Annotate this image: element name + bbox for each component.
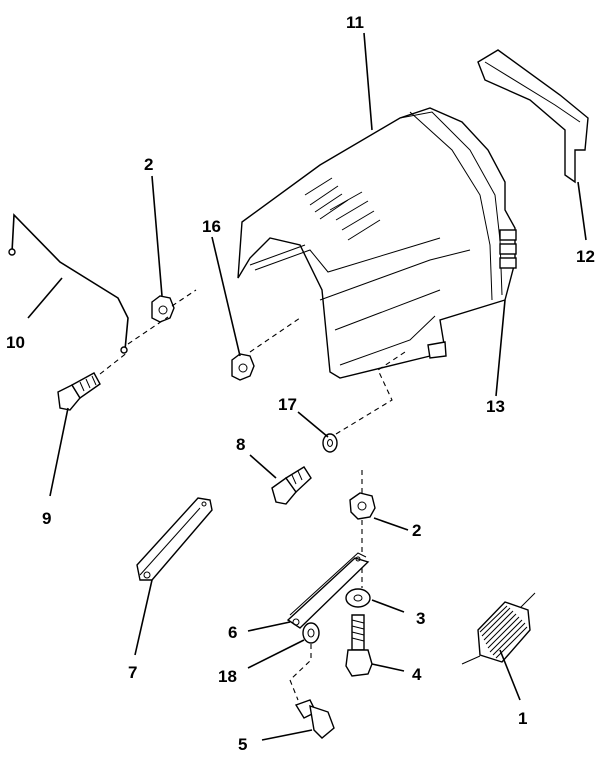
callout-11: 11 (346, 13, 364, 32)
callout-9: 9 (42, 509, 51, 528)
callout-7: 7 (128, 663, 137, 682)
bracket-7 (136, 497, 213, 581)
callout-16: 16 (202, 217, 221, 236)
callout-1: 1 (518, 709, 527, 728)
callout-3: 3 (416, 609, 425, 628)
washer-3 (345, 588, 371, 608)
bolt-5 (294, 699, 335, 739)
callout-labels: 11 2 16 10 12 13 17 8 9 2 3 6 4 7 18 1 5 (6, 13, 595, 754)
leader-lines (27, 32, 587, 741)
callout-12: 12 (576, 247, 595, 266)
callout-8: 8 (236, 435, 245, 454)
bent-rod (8, 213, 129, 354)
handle-bumper (477, 49, 589, 184)
callout-2-lower: 2 (412, 521, 421, 540)
nut-16 (231, 353, 255, 381)
callout-10: 10 (6, 333, 25, 352)
hex-nut-upper (151, 295, 175, 323)
callout-6: 6 (228, 623, 237, 642)
callout-4: 4 (412, 665, 422, 684)
spring-1 (461, 592, 536, 665)
callout-18: 18 (218, 667, 237, 686)
bracket-plate-6 (286, 552, 370, 629)
bolt-4 (345, 614, 373, 677)
bolt-8 (271, 466, 312, 505)
alignment-lines (99, 289, 409, 701)
callout-2-upper: 2 (144, 155, 153, 174)
washer-17 (322, 433, 338, 453)
callout-13: 13 (486, 397, 505, 416)
bolt-9 (57, 372, 101, 411)
hex-nut-lower (349, 492, 376, 520)
washer-18 (302, 622, 320, 644)
callout-17: 17 (278, 395, 297, 414)
callout-5: 5 (238, 735, 247, 754)
cover-shroud (237, 107, 517, 379)
